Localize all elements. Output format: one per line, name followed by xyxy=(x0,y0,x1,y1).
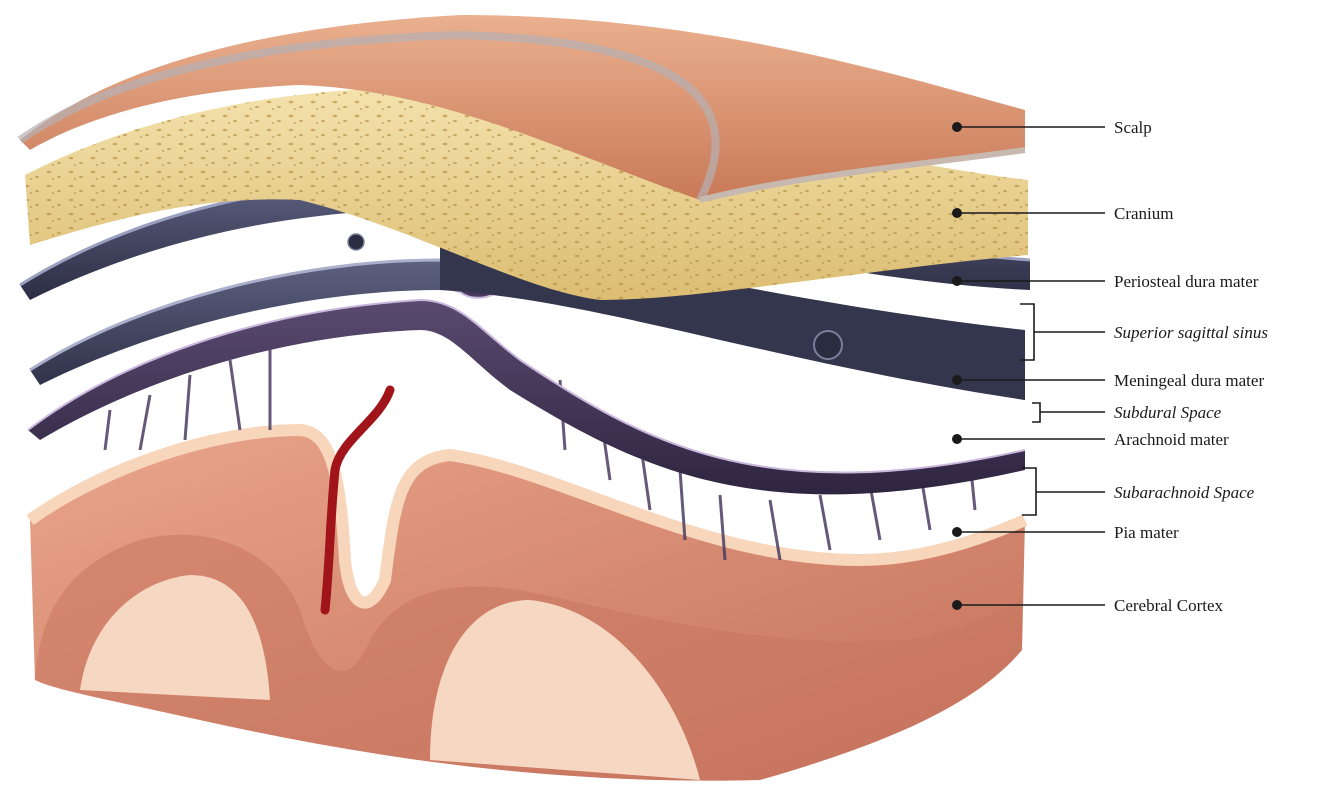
label-periosteal-dura-mater: Periosteal dura mater xyxy=(1114,272,1259,291)
pointer-dot-pia xyxy=(952,527,962,537)
label-meningeal-dura-mater: Meningeal dura mater xyxy=(1114,371,1264,390)
label-scalp: Scalp xyxy=(1114,118,1152,137)
bracket-subarachnoid-space xyxy=(1022,468,1105,515)
bracket-superior-sagittal-sinus xyxy=(1020,304,1105,360)
pointer-dot-cranium xyxy=(952,208,962,218)
label-pia-mater: Pia mater xyxy=(1114,523,1179,542)
label-superior-sagittal-sinus: Superior sagittal sinus xyxy=(1114,323,1268,342)
pointer-dot-cerebral-cortex xyxy=(952,600,962,610)
label-cranium: Cranium xyxy=(1114,204,1174,223)
pointer-dot-periosteal-dura xyxy=(952,276,962,286)
label-arachnoid-mater: Arachnoid mater xyxy=(1114,430,1229,449)
cerebral-cortex-illustration xyxy=(30,390,1025,781)
pointer-dot-scalp xyxy=(952,122,962,132)
pointer-dot-arachnoid xyxy=(952,434,962,444)
bracket-subdural-space xyxy=(1032,403,1105,422)
label-cerebral-cortex: Cerebral Cortex xyxy=(1114,596,1224,615)
labels: Scalp Cranium Periosteal dura mater Supe… xyxy=(1114,118,1268,615)
label-subdural-space: Subdural Space xyxy=(1114,403,1222,422)
pointer-dot-meningeal-dura xyxy=(952,375,962,385)
label-subarachnoid-space: Subarachnoid Space xyxy=(1114,483,1255,502)
